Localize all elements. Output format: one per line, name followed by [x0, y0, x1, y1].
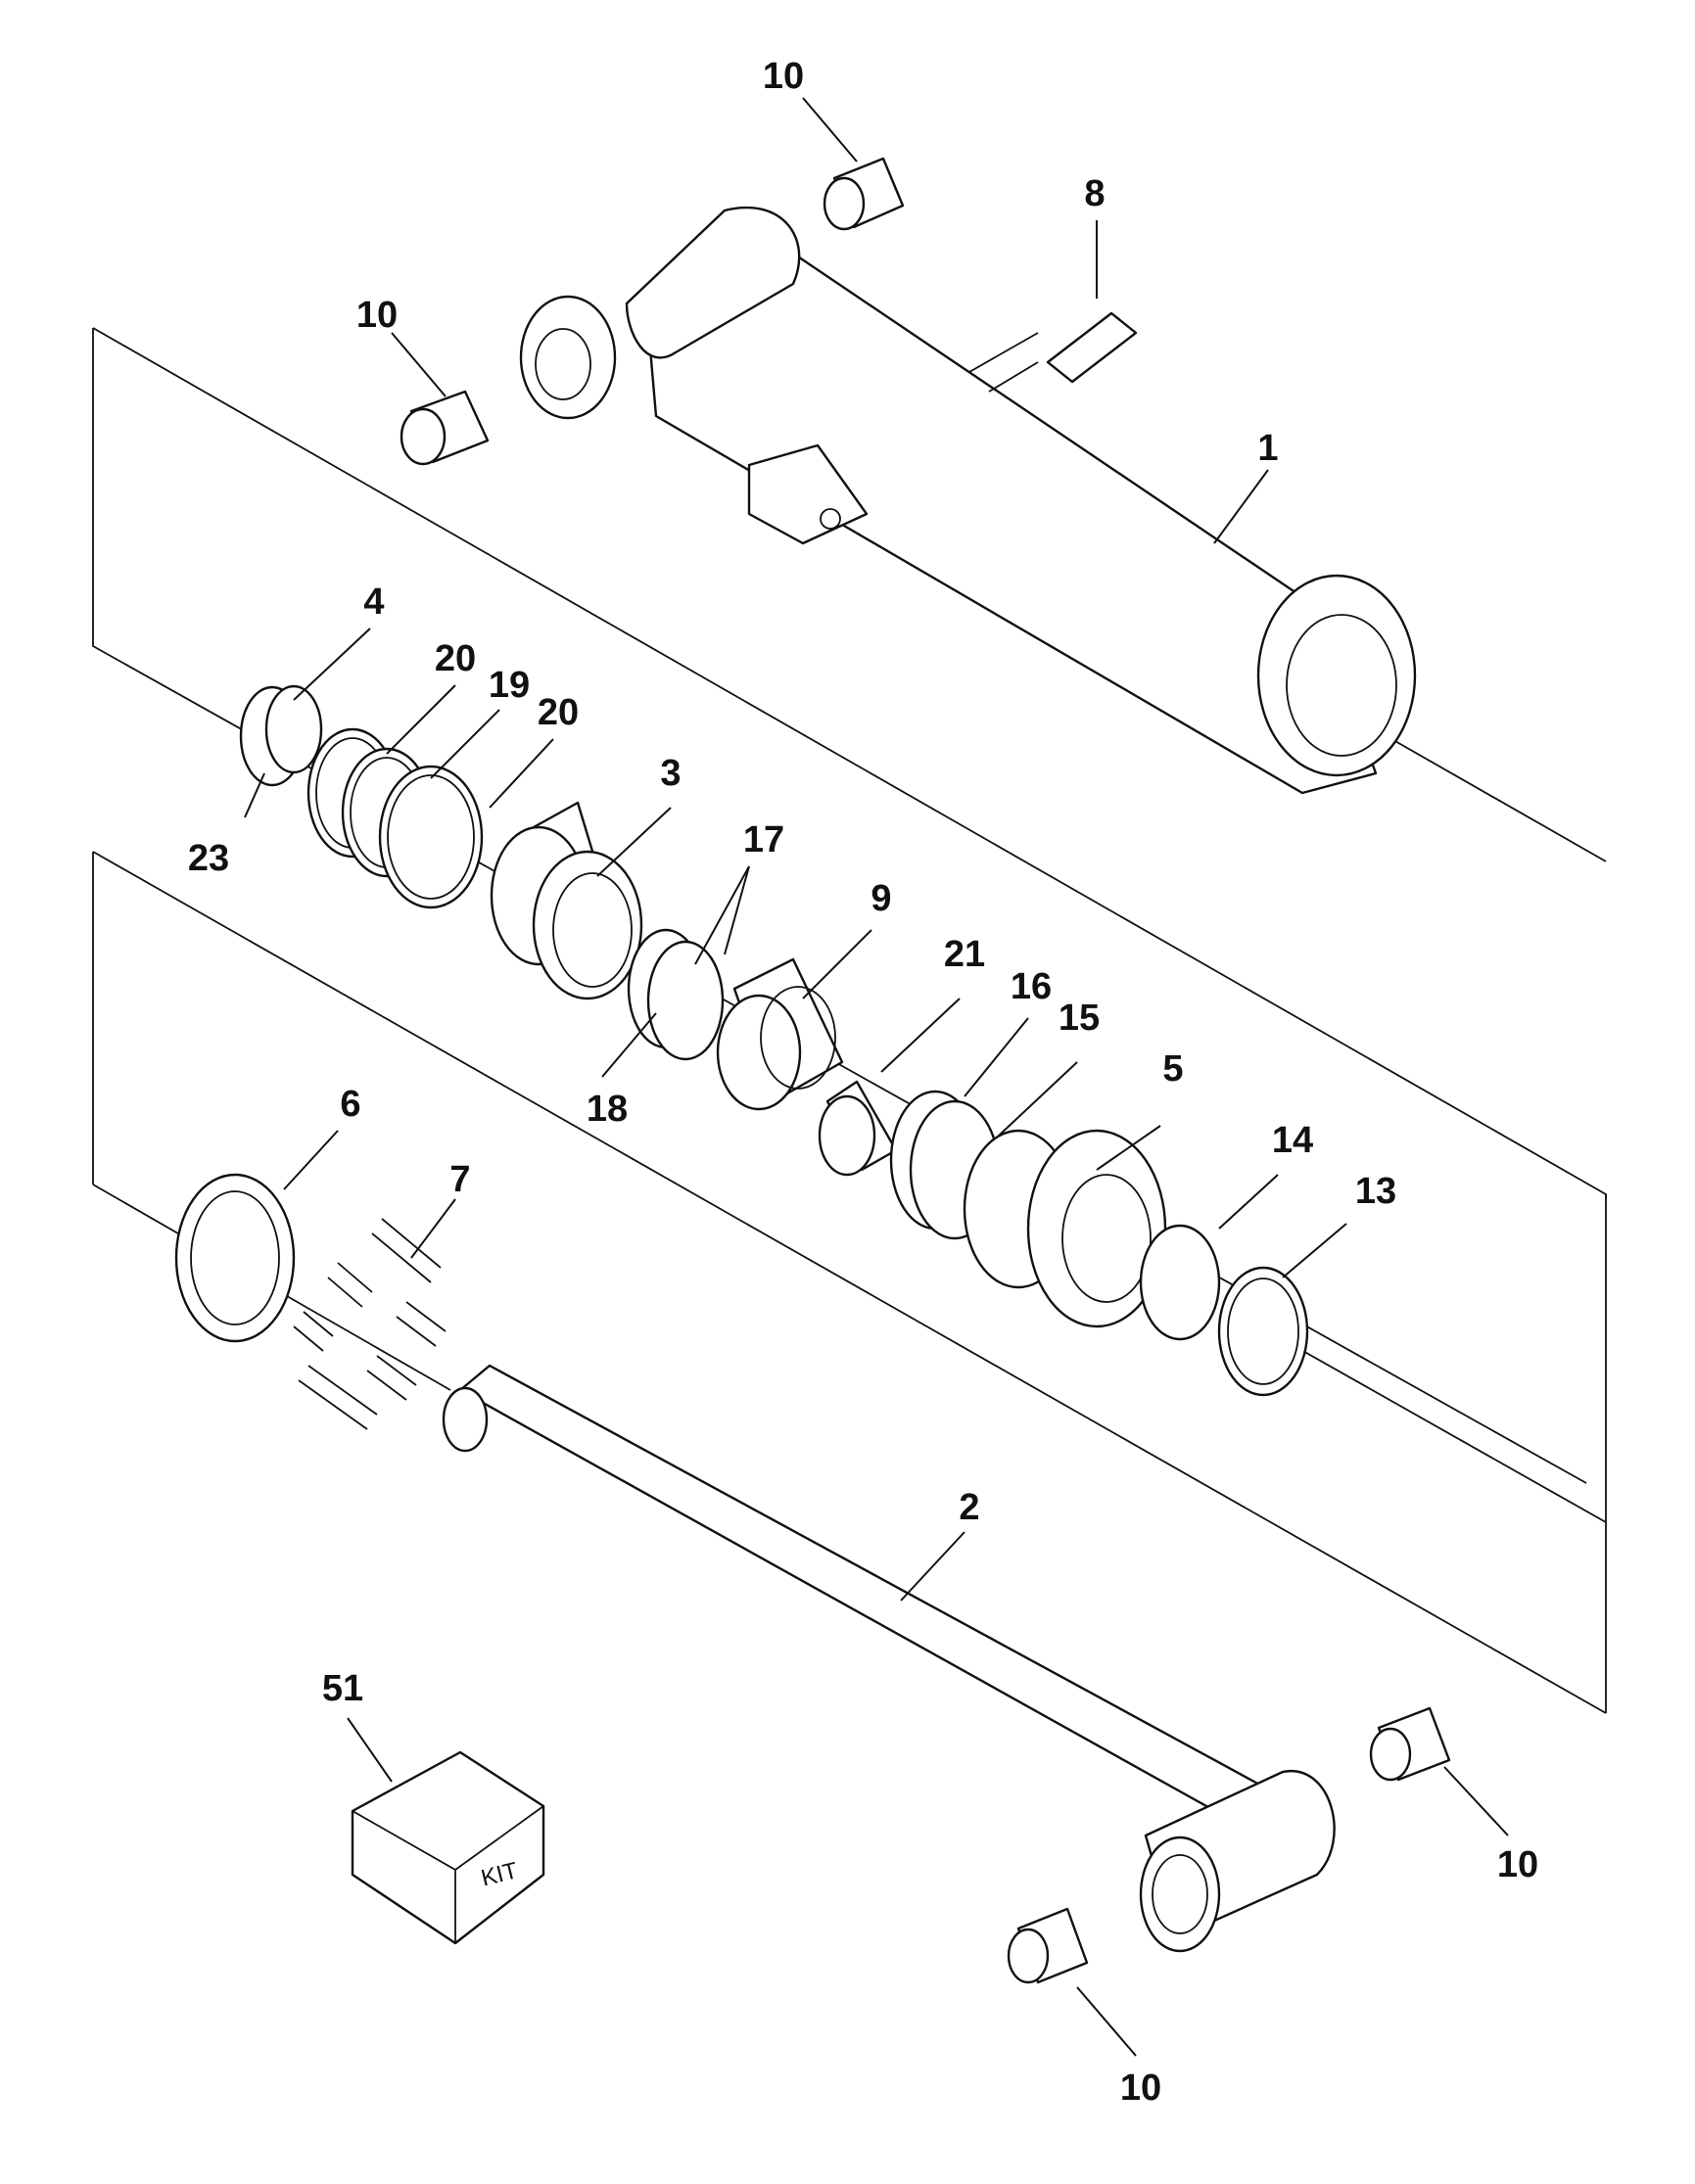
callout-16: 15	[1059, 998, 1100, 1039]
callout-21: 7	[449, 1159, 470, 1200]
bushing-top-right	[823, 157, 905, 231]
callout-9: 23	[188, 838, 229, 879]
callout-17: 5	[1162, 1048, 1183, 1090]
callout-5: 4	[363, 581, 384, 623]
rod-bushing	[818, 1080, 898, 1177]
callout-8: 20	[538, 692, 579, 733]
callout-19: 13	[1355, 1171, 1396, 1212]
callout-24: 10	[1497, 1844, 1538, 1885]
bushing-bottom-right	[1369, 1706, 1451, 1782]
cylinder-barrel	[519, 206, 1417, 795]
rod-seals	[1139, 1224, 1309, 1397]
piston-rod	[442, 1364, 1336, 1953]
callout-14: 21	[944, 934, 985, 975]
callout-2: 8	[1084, 173, 1105, 214]
seal-kit-box: KIT	[351, 1750, 545, 1945]
piston	[490, 801, 643, 1000]
shim	[174, 1173, 296, 1343]
callout-7: 19	[489, 665, 530, 706]
callout-12: 9	[871, 878, 891, 919]
guide-lines	[92, 327, 1607, 1714]
callout-6: 20	[435, 638, 476, 679]
callout-25: 10	[1120, 2068, 1161, 2109]
callout-22: 2	[959, 1487, 979, 1528]
cap-screws	[293, 1218, 447, 1430]
callout-18: 14	[1272, 1120, 1313, 1161]
callout-1: 10	[763, 56, 804, 97]
callouts: 10 8 10 1 4 20 19 20 23 3 17 9 18 21 16 …	[188, 56, 1538, 2109]
callout-4: 1	[1257, 428, 1278, 469]
callout-13: 18	[587, 1089, 628, 1130]
callout-11: 17	[743, 819, 784, 860]
callout-15: 16	[1011, 966, 1052, 1007]
callout-3: 10	[356, 295, 398, 336]
bushing-bottom-center	[1007, 1907, 1089, 1984]
grease-fitting	[988, 311, 1138, 393]
spacer	[716, 957, 844, 1111]
piston-nut	[239, 684, 323, 787]
piston-rings	[306, 727, 484, 909]
callout-10: 3	[660, 753, 681, 794]
leader-lines	[244, 97, 1509, 2057]
backup-rings	[627, 928, 725, 1061]
callout-20: 6	[340, 1084, 360, 1125]
bushing-top-left	[400, 390, 490, 466]
callout-23: 51	[322, 1668, 363, 1709]
gland	[963, 1129, 1167, 1328]
